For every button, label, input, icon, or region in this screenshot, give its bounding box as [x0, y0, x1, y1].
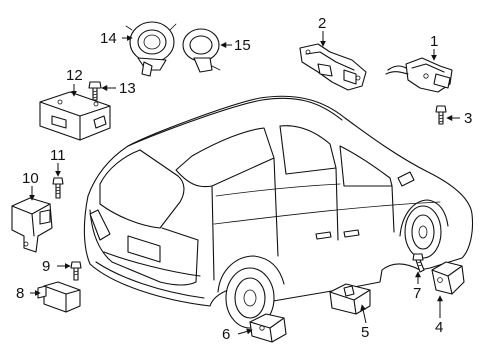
- callout-numbers: 1 2 3 4 5 6 7 8 9 10 11 12 13 14 15: [16, 15, 472, 343]
- leader-lines: [29, 31, 460, 335]
- part-8-impact-sensor: [37, 281, 81, 313]
- part-1-sensor-unit: [385, 57, 453, 93]
- callout-2: 2: [318, 15, 326, 32]
- part-7-bolt: [412, 253, 425, 273]
- callout-5: 5: [361, 324, 369, 341]
- part-6-sensor: [249, 313, 287, 343]
- part-4-sensor: [431, 261, 465, 295]
- callout-3: 3: [464, 110, 472, 127]
- callout-1: 1: [430, 33, 438, 50]
- callout-13: 13: [119, 80, 136, 97]
- callout-11: 11: [50, 147, 66, 164]
- part-13-bolt: [88, 81, 102, 101]
- part-10-sensor-bracket: [11, 197, 53, 253]
- callout-12: 12: [66, 67, 83, 84]
- callout-8: 8: [16, 285, 24, 302]
- callout-7: 7: [413, 285, 421, 302]
- callout-15: 15: [234, 37, 251, 54]
- part-12-control-unit: [39, 91, 111, 141]
- part-5-sensor: [329, 283, 371, 315]
- part-9-bolt: [70, 261, 82, 281]
- callout-4: 4: [435, 319, 443, 336]
- part-15-sensor-ring: [182, 28, 221, 73]
- callout-10: 10: [22, 170, 39, 187]
- part-3-bolt: [435, 105, 447, 125]
- callout-6: 6: [222, 326, 230, 343]
- part-11-bolt: [52, 177, 64, 199]
- callout-9: 9: [42, 258, 50, 275]
- callout-14: 14: [100, 30, 117, 47]
- part-2-bracket: [299, 43, 367, 91]
- minivan-illustration: [83, 95, 474, 329]
- part-14-spiral-cable: [125, 21, 177, 77]
